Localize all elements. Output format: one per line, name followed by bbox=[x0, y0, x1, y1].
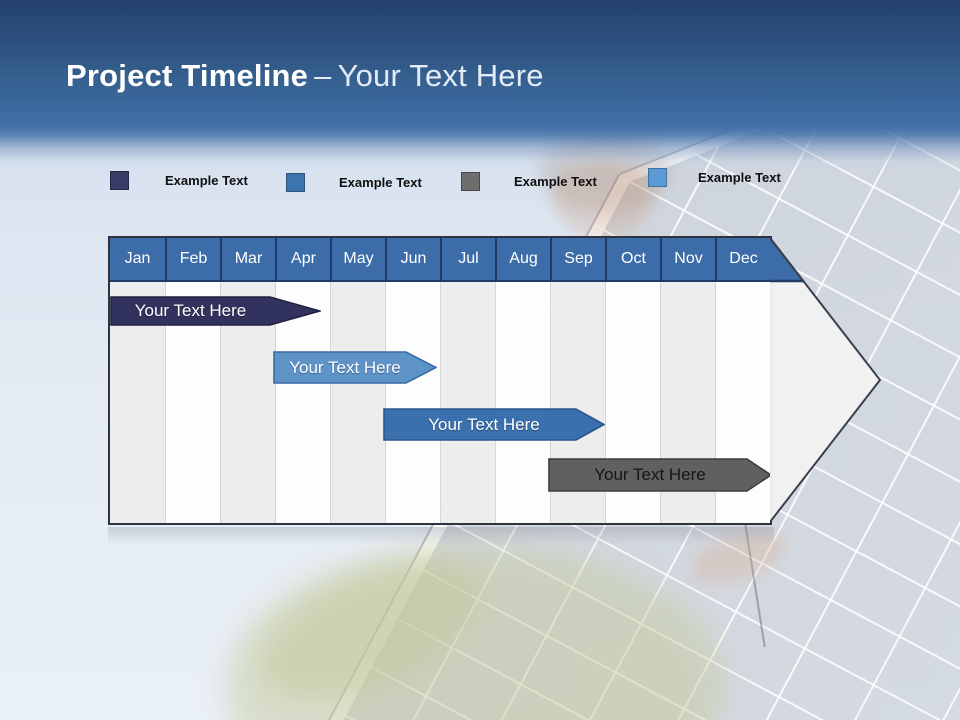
legend-label: Example Text bbox=[698, 170, 781, 185]
legend-swatch-gray bbox=[461, 172, 480, 191]
timeline-bar-2[interactable]: Your Text Here bbox=[273, 351, 437, 384]
legend-item[interactable]: Example Text bbox=[286, 173, 422, 192]
month-cell: May bbox=[330, 238, 385, 280]
chart-arrow-head bbox=[770, 237, 882, 523]
legend-label: Example Text bbox=[165, 173, 248, 188]
month-cell: Jan bbox=[110, 238, 165, 280]
arrow-shape bbox=[273, 351, 437, 384]
bar-label: Your Text Here bbox=[428, 414, 540, 434]
month-cell: Apr bbox=[275, 238, 330, 280]
title-separator: – bbox=[314, 58, 332, 93]
arrow-shape bbox=[383, 408, 605, 441]
legend-item[interactable]: Example Text bbox=[110, 171, 248, 190]
chart-reflection bbox=[108, 527, 774, 545]
month-column bbox=[385, 282, 440, 523]
month-header-row: Jan Feb Mar Apr May Jun Jul Aug Sep Oct … bbox=[110, 238, 770, 282]
bar-label: Your Text Here bbox=[289, 357, 401, 377]
title-bold-text: Project Timeline bbox=[66, 58, 309, 93]
month-cell: Nov bbox=[660, 238, 715, 280]
arrow-shape bbox=[548, 458, 772, 492]
month-cell: Oct bbox=[605, 238, 660, 280]
timeline-bar-1[interactable]: Your Text Here bbox=[110, 296, 321, 326]
legend-swatch-darknavy bbox=[110, 171, 129, 190]
legend-label: Example Text bbox=[339, 175, 422, 190]
month-cell: Dec bbox=[715, 238, 770, 280]
month-cell: Feb bbox=[165, 238, 220, 280]
page-title[interactable]: Project Timeline–Your Text Here bbox=[66, 58, 544, 94]
timeline-chart: Jan Feb Mar Apr May Jun Jul Aug Sep Oct … bbox=[108, 236, 772, 525]
bar-label: Your Text Here bbox=[594, 465, 706, 484]
arrow-shape bbox=[110, 296, 321, 326]
month-cell: Jun bbox=[385, 238, 440, 280]
timeline-bar-3[interactable]: Your Text Here bbox=[383, 408, 605, 441]
person-face-photo bbox=[552, 158, 652, 238]
legend-swatch-blue bbox=[286, 173, 305, 192]
month-cell: Aug bbox=[495, 238, 550, 280]
month-column bbox=[330, 282, 385, 523]
month-cell: Sep bbox=[550, 238, 605, 280]
month-column bbox=[495, 282, 550, 523]
legend-item[interactable]: Example Text bbox=[461, 172, 597, 191]
month-column bbox=[440, 282, 495, 523]
title-placeholder-text: Your Text Here bbox=[337, 58, 544, 93]
legend-item[interactable]: Example Text bbox=[648, 168, 781, 187]
month-cell: Jul bbox=[440, 238, 495, 280]
bar-label: Your Text Here bbox=[134, 301, 247, 320]
month-column bbox=[275, 282, 330, 523]
legend-label: Example Text bbox=[514, 174, 597, 189]
timeline-bar-4[interactable]: Your Text Here bbox=[548, 458, 772, 492]
legend-swatch-lightblue bbox=[648, 168, 667, 187]
month-cell: Mar bbox=[220, 238, 275, 280]
